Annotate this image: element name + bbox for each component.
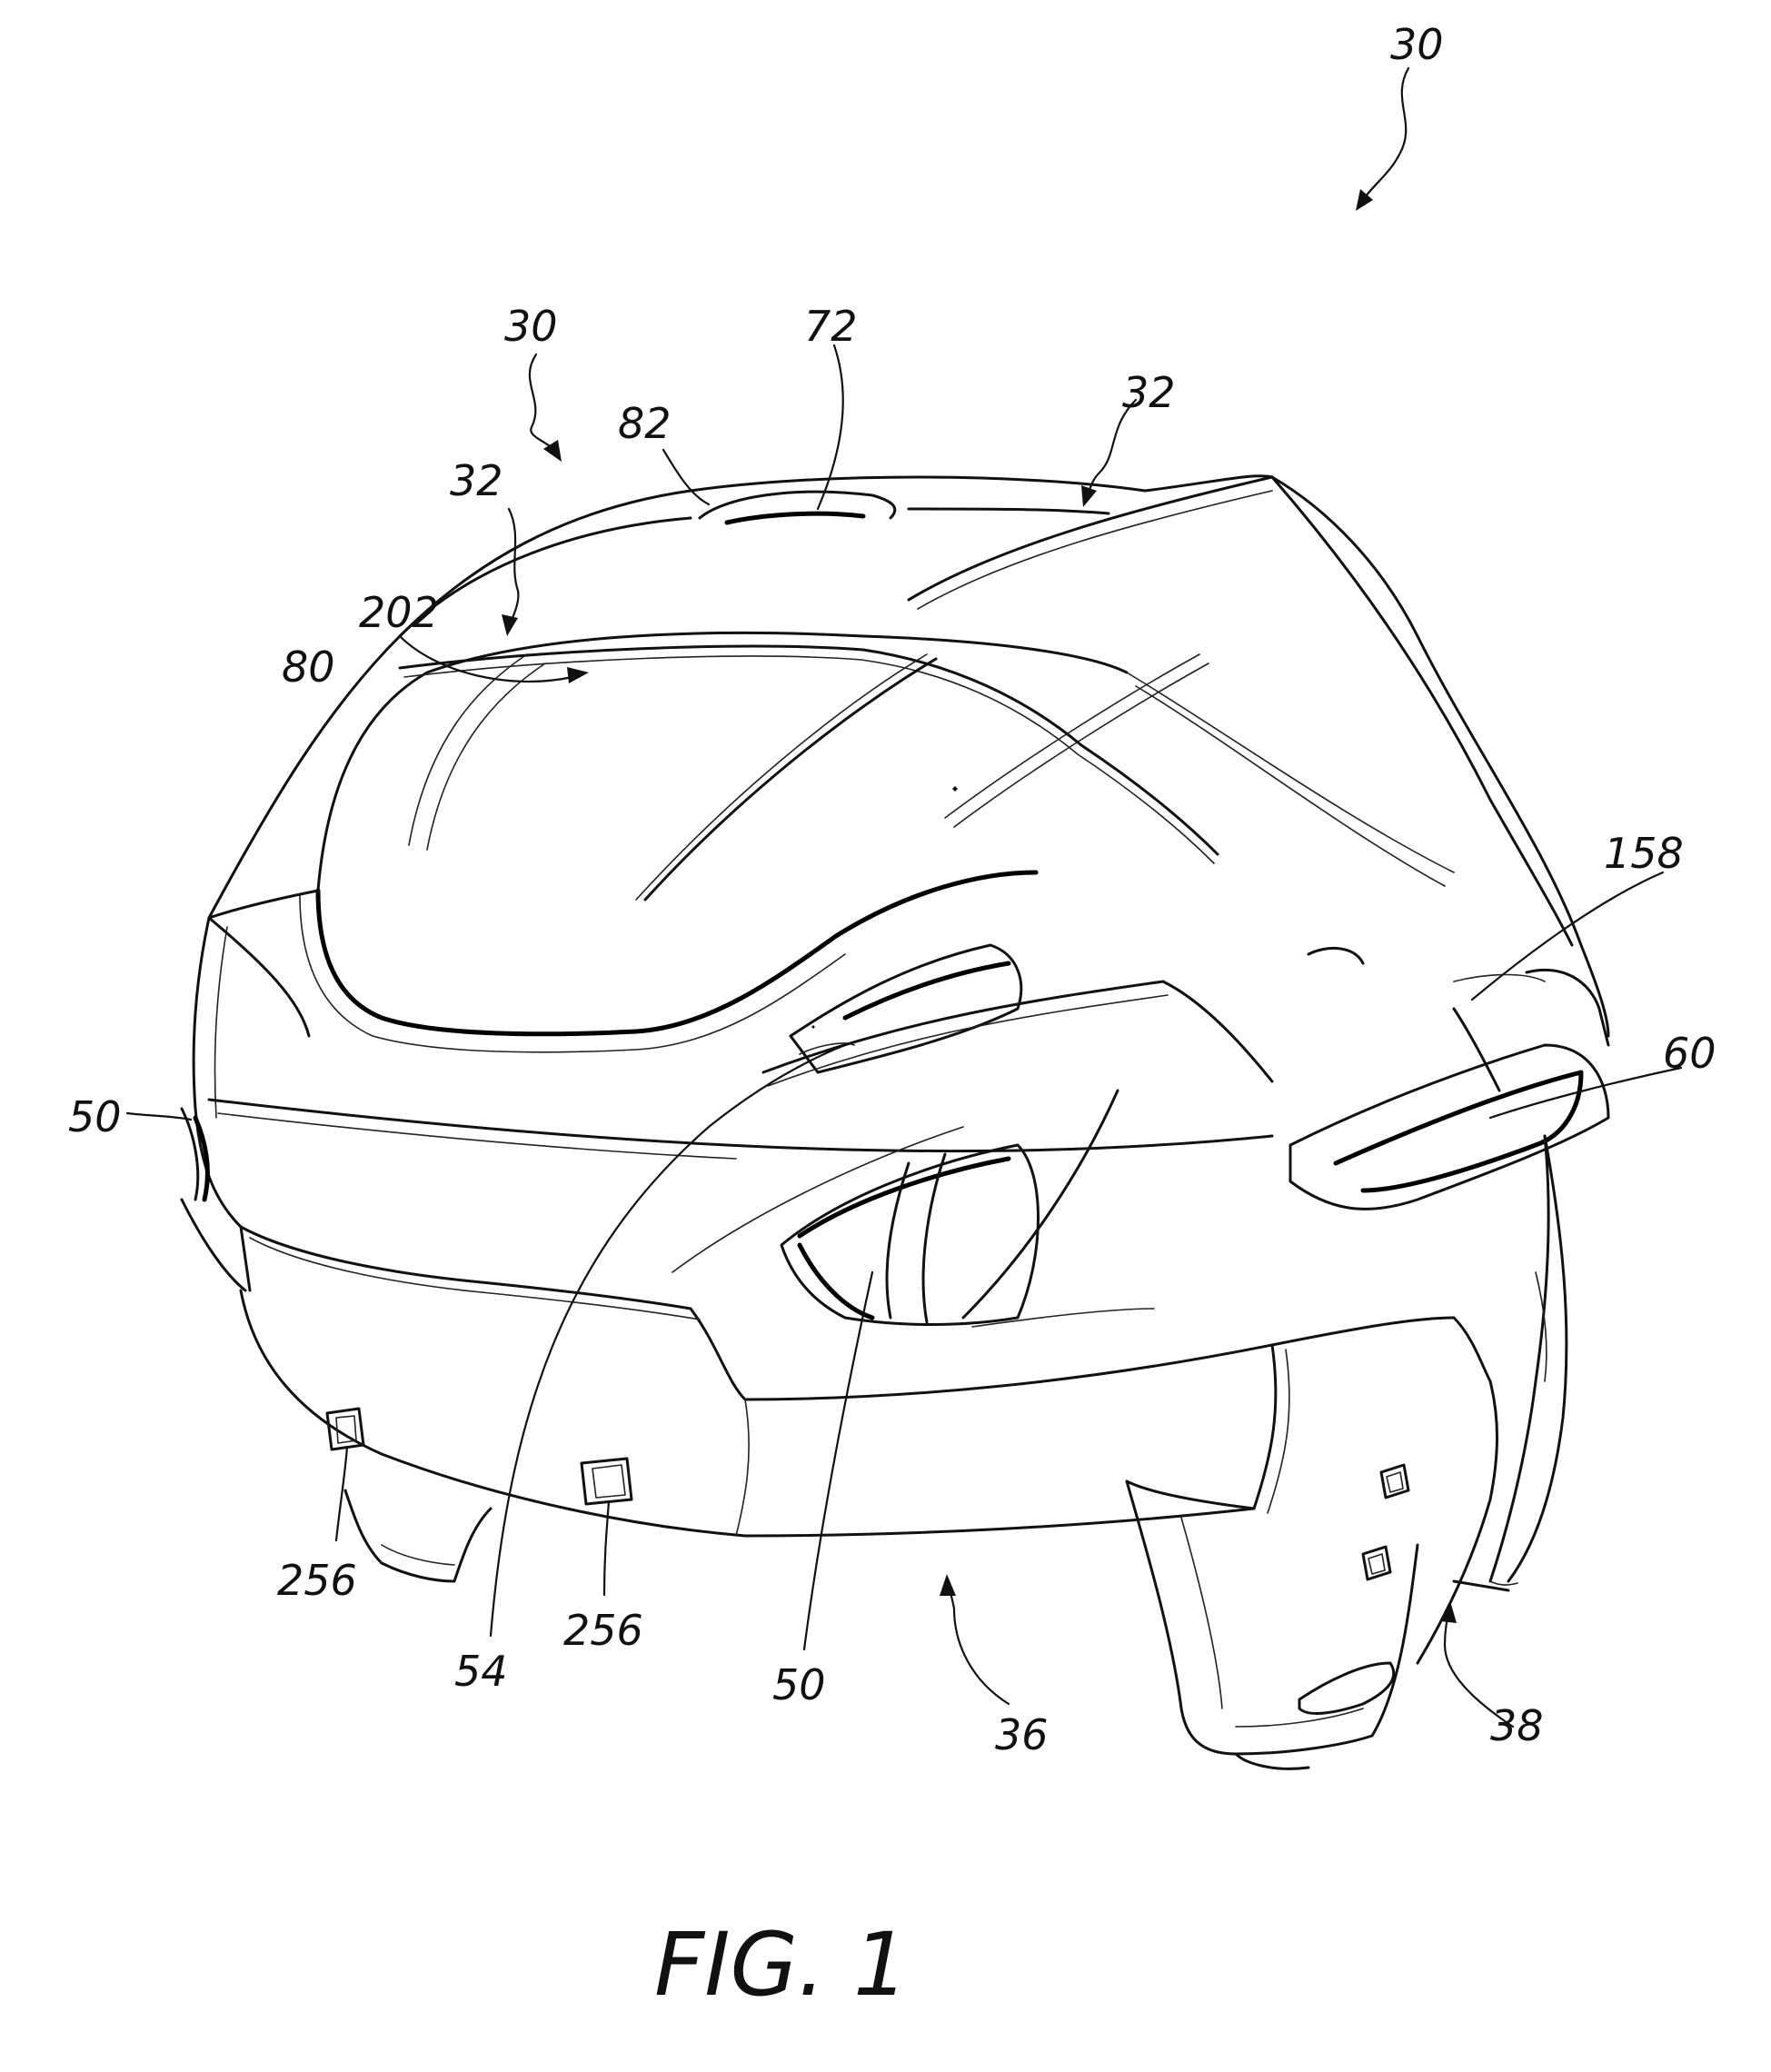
ear-slot-60 — [1333, 1070, 1584, 1193]
lug-hole-256-right — [580, 1457, 633, 1506]
front-shell-rim — [315, 870, 1039, 1037]
ref-50-lower: 50 — [772, 1660, 826, 1709]
top-vent-72 — [698, 490, 897, 520]
ref-30-helmet: 30 — [504, 302, 558, 351]
rear-flap-38 — [1416, 1380, 1498, 1665]
ref-32-left: 32 — [450, 456, 503, 505]
top-vent-72-opening — [724, 511, 866, 525]
ref-50-left: 50 — [68, 1092, 122, 1141]
ref-30-top-right: 30 — [1390, 20, 1444, 69]
ref-256-left: 256 — [277, 1556, 357, 1605]
bottom-rim — [239, 1289, 1256, 1538]
front-shell-crown-80 — [316, 631, 1129, 892]
ref-202: 202 — [359, 588, 439, 637]
ref-158: 158 — [1604, 829, 1684, 878]
outer-shell-outline — [207, 474, 1610, 1038]
ref-54: 54 — [454, 1647, 508, 1696]
jaw-slot-lower — [1298, 1661, 1396, 1715]
side-band-line — [207, 1098, 1274, 1153]
leader-lines — [125, 66, 1683, 1728]
jaw-panel-36 — [1125, 1479, 1419, 1756]
rear-shell-top — [398, 516, 692, 638]
helmet-drawing — [180, 474, 1610, 1770]
lug-hole-256-left — [325, 1407, 365, 1451]
ref-60: 60 — [1663, 1029, 1716, 1078]
ref-256-right: 256 — [563, 1606, 643, 1655]
ear-housing-158 — [1288, 1043, 1610, 1210]
ref-80: 80 — [282, 643, 335, 692]
jaw-slot-middle — [1361, 1545, 1392, 1581]
ref-72: 72 — [804, 302, 858, 351]
ref-36: 36 — [995, 1710, 1049, 1759]
ref-32-right: 32 — [1122, 368, 1176, 417]
rear-band-82 — [907, 475, 1274, 602]
left-under-flap — [343, 1489, 492, 1583]
upper-side-vent-54 — [789, 943, 1023, 1074]
left-vent-50 — [180, 1107, 200, 1201]
reference-numerals: 30 30 72 32 82 32 202 80 158 60 50 256 2… — [68, 20, 1716, 1759]
jaw-slot-upper — [1379, 1463, 1410, 1499]
ref-82: 82 — [618, 399, 672, 448]
seam-line-202 — [398, 644, 1219, 856]
ref-38: 38 — [1490, 1701, 1544, 1750]
figure-caption: FIG. 1 — [654, 1914, 909, 2016]
lower-brim — [239, 1225, 1456, 1401]
lower-vent-50 — [780, 1143, 1040, 1326]
left-side-panel — [192, 916, 243, 1229]
